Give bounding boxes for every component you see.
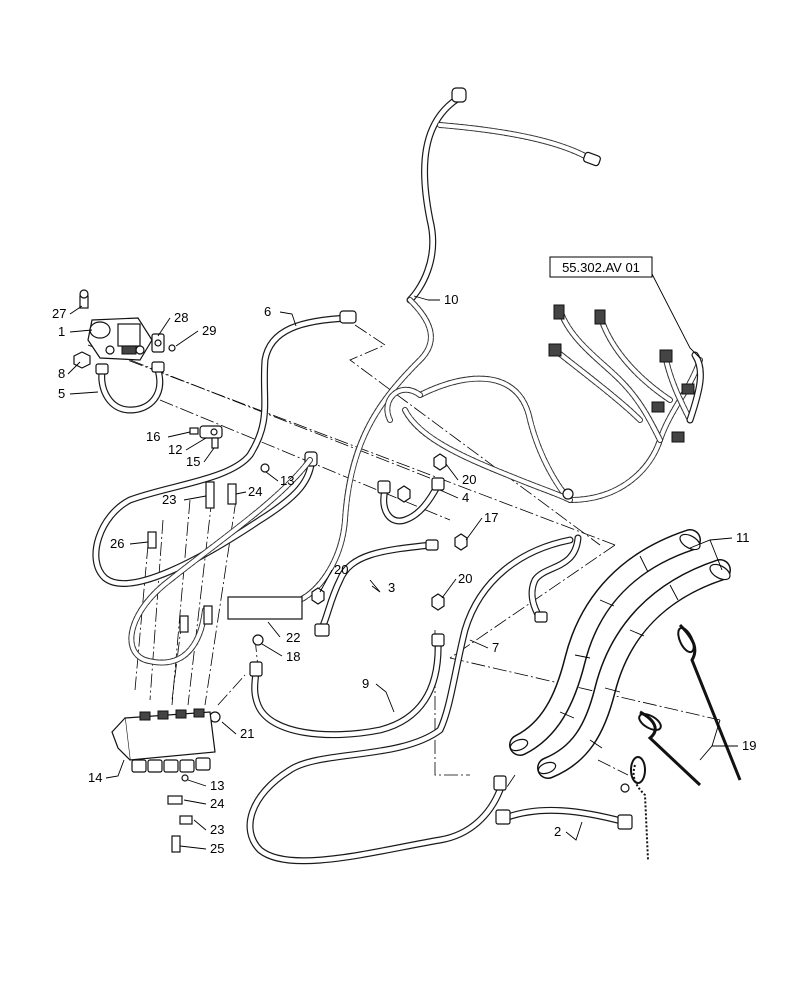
callout-9: 9 (362, 676, 369, 691)
starter-solenoid-1 (87, 317, 153, 361)
callout-1: 1 (58, 324, 65, 339)
battery-cable-4 (377, 477, 445, 525)
callout-17: 17 (484, 510, 498, 525)
fuse-24b (167, 795, 183, 805)
fuse-24a (227, 483, 237, 505)
callout-24: 24 (210, 796, 224, 811)
callout-20: 20 (462, 472, 476, 487)
part-15 (211, 437, 219, 449)
nut-20a (433, 453, 447, 471)
battery-cable-7 (246, 534, 582, 865)
grommet-18 (252, 634, 264, 646)
callout-23: 23 (162, 492, 176, 507)
battery-cable-10 (297, 87, 601, 603)
callout-27: 27 (52, 306, 66, 321)
callout-3: 3 (388, 580, 395, 595)
callout-2: 2 (554, 824, 561, 839)
callout-11: 11 (736, 530, 750, 545)
fuse-23b (179, 815, 193, 825)
callout-7: 7 (492, 640, 499, 655)
hardware-parts (73, 289, 468, 853)
callout-15: 15 (186, 454, 200, 469)
callout-5: 5 (58, 386, 65, 401)
cable-ties-19 (630, 623, 742, 861)
callout-6: 6 (264, 304, 271, 319)
callout-8: 8 (58, 366, 65, 381)
battery-cable-2 (495, 783, 633, 830)
reference-box[interactable]: 55.302.AV 01 (549, 256, 701, 359)
nut-20c (431, 593, 445, 611)
callout-24: 24 (248, 484, 262, 499)
callout-23: 23 (210, 822, 224, 837)
protective-sleeves-11 (509, 529, 731, 779)
fuse-23a (205, 481, 215, 509)
callout-20: 20 (334, 562, 348, 577)
callout-13: 13 (280, 473, 294, 488)
callout-20: 20 (458, 571, 472, 586)
callout-29: 29 (202, 323, 216, 338)
callout-14: 14 (88, 770, 102, 785)
callout-25: 25 (210, 841, 224, 856)
main-wiring-harness (384, 304, 704, 503)
cable-26-loop (128, 457, 313, 666)
washer-13a (260, 463, 270, 473)
washer-13b (181, 774, 189, 782)
screw-16 (189, 427, 199, 435)
fuse-25 (171, 835, 181, 853)
cable-end-terminal (451, 87, 467, 103)
callout-26: 26 (110, 536, 124, 551)
battery-cable-3 (314, 539, 439, 637)
callout-22: 22 (286, 630, 300, 645)
callout-4: 4 (462, 490, 469, 505)
callout-12: 12 (168, 442, 182, 457)
leader-lines (67, 295, 738, 850)
callout-16: 16 (146, 429, 160, 444)
washer-29 (168, 344, 176, 352)
reference-label: 55.302.AV 01 (562, 260, 640, 275)
nut-20b (311, 587, 325, 605)
callout-19: 19 (742, 738, 756, 753)
callout-10: 10 (444, 292, 458, 307)
callout-18: 18 (286, 649, 300, 664)
callout-21: 21 (240, 726, 254, 741)
battery-cable-9 (249, 633, 445, 739)
decal-22 (227, 596, 303, 620)
fuse-box-14 (111, 708, 216, 773)
callout-28: 28 (174, 310, 188, 325)
nut-17 (454, 533, 468, 551)
harness-connector (553, 304, 565, 320)
battery-cable-5 (95, 361, 165, 414)
callout-13: 13 (210, 778, 224, 793)
callout-numbers: 10 27 1 28 29 6 8 5 16 12 15 13 23 24 20… (52, 292, 756, 856)
fuse-26 (147, 531, 157, 549)
